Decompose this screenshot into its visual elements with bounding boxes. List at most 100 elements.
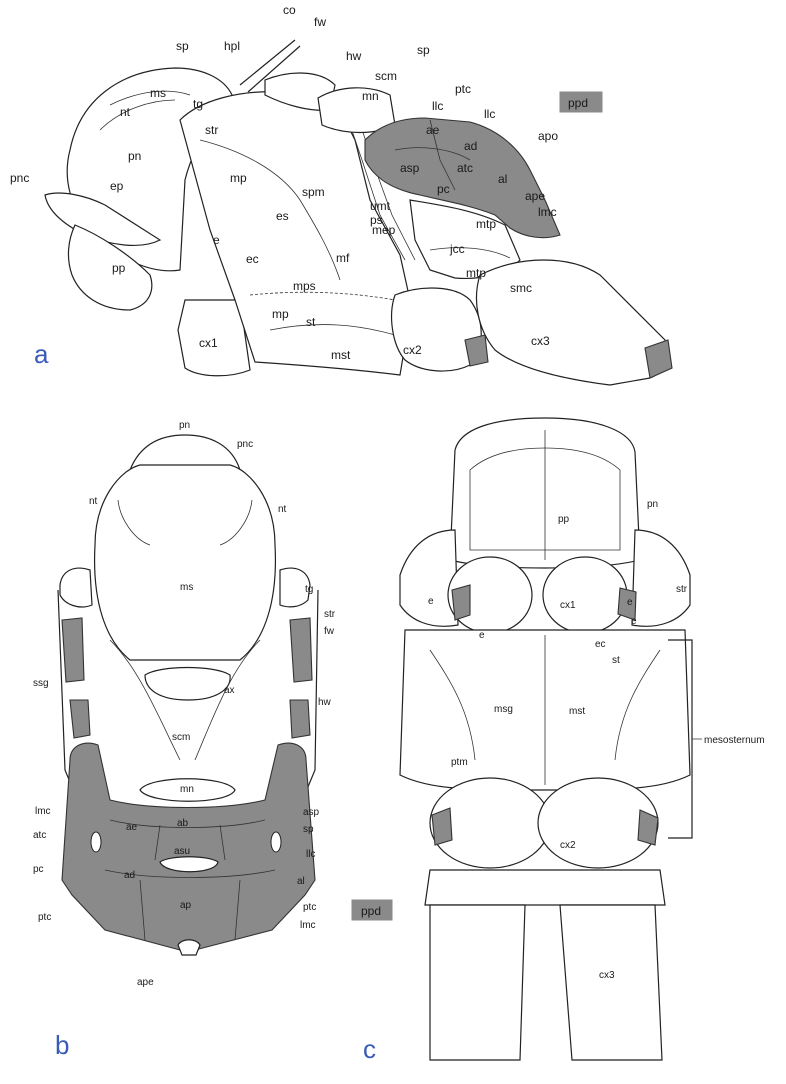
label-a-ae: ae	[426, 123, 440, 137]
scutellum-shape-a	[318, 88, 395, 133]
panel-letter-c: c	[363, 1034, 376, 1064]
label-c-cx1: cx1	[560, 600, 576, 611]
label-a-cx3: cx3	[531, 334, 550, 348]
label-b-ptc2: ptc	[303, 902, 316, 913]
label-c-e4: e	[631, 616, 637, 627]
label-c-str: str	[676, 584, 688, 595]
label-c-mst: mst	[569, 706, 585, 717]
label-a-mtp: mtp	[476, 217, 496, 231]
label-b-ap: ap	[180, 900, 192, 911]
label-b-lmc2: lmc	[300, 920, 316, 931]
label-b-tg: tg	[305, 584, 313, 595]
label-a-ep: ep	[110, 179, 124, 193]
panel-letter-a: a	[34, 339, 49, 369]
label-c-e2: e	[627, 597, 633, 608]
label-a-es: es	[276, 209, 289, 223]
label-a-asp: asp	[400, 161, 420, 175]
cx3-left-c	[430, 905, 525, 1060]
legend-ppd-a: ppd	[568, 96, 588, 110]
label-b-ape: ape	[137, 977, 154, 988]
label-a-hw: hw	[346, 49, 362, 63]
label-b-ad: ad	[124, 870, 135, 881]
label-b-scm: scm	[172, 732, 190, 743]
label-b-pc: pc	[33, 864, 44, 875]
label-a-hpl: hpl	[224, 39, 240, 53]
label-a-mn: mn	[362, 89, 379, 103]
label-c-pn: pn	[647, 499, 658, 510]
label-c-e3: e	[479, 630, 485, 641]
ssg-b	[145, 668, 230, 701]
label-a-cx1: cx1	[199, 336, 218, 350]
label-a-ad: ad	[464, 139, 477, 153]
label-c-cx2: cx2	[560, 840, 576, 851]
label-a-al: al	[498, 172, 507, 186]
label-a-ape: ape	[525, 189, 545, 203]
label-c-e: e	[428, 596, 434, 607]
label-a-pnc: pnc	[10, 171, 29, 185]
label-a-tg: tg	[193, 97, 203, 111]
label-a-pn: pn	[128, 149, 141, 163]
label-a-co: co	[283, 3, 296, 17]
legend-ppd-b: ppd	[361, 904, 381, 918]
label-a-scm: scm	[375, 69, 397, 83]
label-a-mtp2: mtp	[466, 266, 486, 280]
label-a-ec: ec	[246, 252, 259, 266]
label-b-sp: sp	[303, 824, 314, 835]
label-b-pnc: pnc	[237, 439, 253, 450]
label-b-llc: llc	[306, 849, 315, 860]
label-c-mesosternum: mesosternum	[704, 735, 765, 746]
label-a-mf: mf	[336, 251, 350, 265]
label-a-mps: mps	[293, 279, 316, 293]
label-a-ptc: ptc	[455, 82, 471, 96]
label-b-ssg: ssg	[33, 678, 49, 689]
label-a-cx2: cx2	[403, 343, 422, 357]
label-a-e: e	[213, 233, 220, 247]
label-b-nt2: nt	[278, 504, 287, 515]
label-a-mp2: mp	[272, 307, 289, 321]
label-a-st: st	[306, 315, 316, 329]
label-b-ms: ms	[180, 582, 193, 593]
label-a-mp: mp	[230, 171, 247, 185]
label-a-spm: spm	[302, 185, 325, 199]
label-a-ms: ms	[150, 86, 166, 100]
label-a-apo: apo	[538, 129, 558, 143]
label-b-nt: nt	[89, 496, 98, 507]
label-b-ax: ax	[224, 685, 235, 696]
label-a-umt: umt	[370, 199, 391, 213]
cx3-shape-a	[476, 260, 667, 385]
label-a-sp: sp	[176, 39, 189, 53]
label-b-al: al	[297, 876, 305, 887]
label-a-atc: atc	[457, 161, 473, 175]
label-b-ptc: ptc	[38, 912, 51, 923]
label-a-mst: mst	[331, 348, 351, 362]
cx2-shape-a	[392, 288, 482, 371]
label-a-nt: nt	[120, 105, 131, 119]
cx1-right-c	[543, 557, 627, 633]
label-b-ab: ab	[177, 818, 189, 829]
label-b-str: str	[324, 609, 336, 620]
label-c-pp: pp	[558, 514, 570, 525]
label-a-sp2: sp	[417, 43, 430, 57]
label-a-lmc: lmc	[538, 205, 557, 219]
label-a-llc: llc	[432, 99, 443, 113]
label-b-atc: atc	[33, 830, 46, 841]
label-b-mn: mn	[180, 784, 194, 795]
label-c-st: st	[612, 655, 620, 666]
label-c-cx3: cx3	[599, 970, 615, 981]
label-a-fw: fw	[314, 15, 326, 29]
label-a-smc: smc	[510, 281, 532, 295]
label-a-jcc: jcc	[449, 242, 465, 256]
label-b-fw: fw	[324, 626, 335, 637]
panel-a-drawing	[45, 40, 672, 385]
label-a-llc2: llc	[484, 107, 495, 121]
label-b-ae: ae	[126, 822, 138, 833]
panel-c-drawing	[400, 418, 702, 1060]
cx3-right-c	[560, 905, 662, 1060]
label-a-pc: pc	[437, 182, 450, 196]
label-c-ec: ec	[595, 639, 606, 650]
label-b-lmc: lmc	[35, 806, 51, 817]
mesoscutum-b	[95, 465, 276, 660]
label-c-msg: msg	[494, 704, 513, 715]
